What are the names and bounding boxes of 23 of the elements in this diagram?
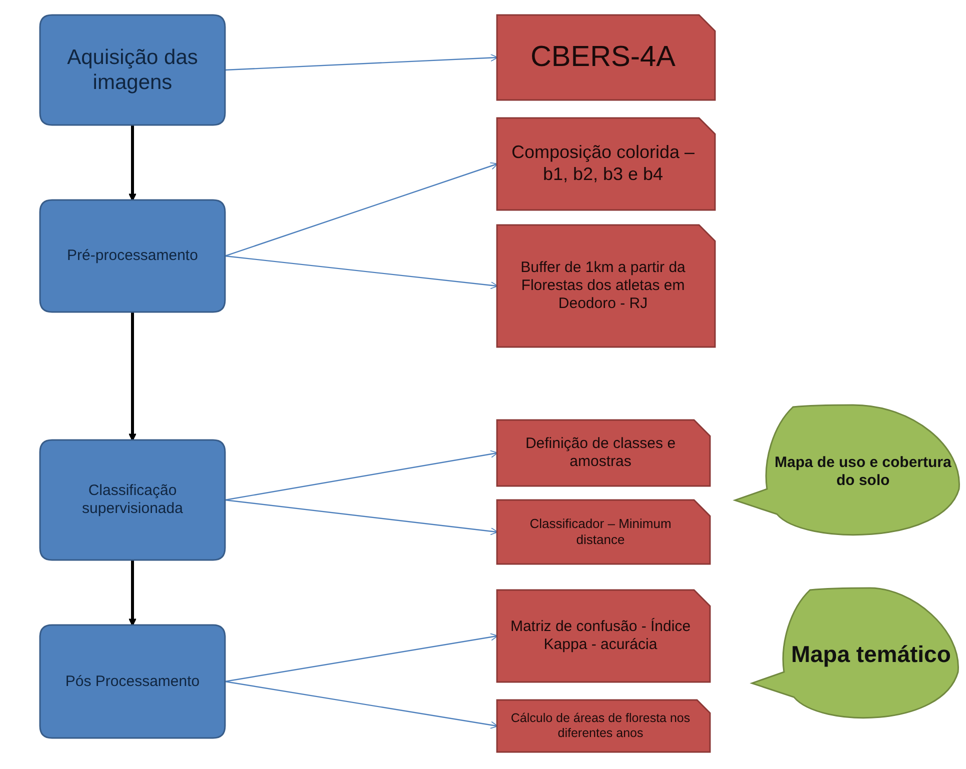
arrow [224, 633, 498, 682]
arrow [224, 255, 498, 290]
arrow [224, 499, 498, 536]
node-label: Mapa de uso e cobertura do solo [774, 454, 952, 490]
arrow [128, 125, 136, 202]
arrow [128, 560, 136, 626]
node-label: Classificação supervisionada [81, 482, 184, 518]
node-label: Classificador – Minimum distance [528, 516, 672, 548]
node-label: Definição de classes e amostras [524, 435, 677, 471]
arrow [128, 312, 136, 442]
node-label: Composição colorida –b1, b2, b3 e b4 [510, 142, 696, 186]
node-label: Mapa temático [791, 641, 951, 669]
node-label: Pós Processamento [65, 672, 200, 690]
node-label: Matriz de confusão - Índice Kappa - acurácia [509, 618, 692, 654]
arrow [224, 54, 498, 71]
node-label: Buffer de 1km a partir da Florestas dos atletas em Deodoro - RJ [520, 259, 686, 313]
node-label: Aquisição das imagens [66, 44, 199, 96]
node-label: CBERS-4A [530, 40, 676, 75]
arrow [224, 162, 498, 257]
arrow [224, 680, 498, 729]
node-label: Pré-processamento [67, 247, 198, 265]
node-label: Cálculo de áreas de floresta nos diferentes anos [510, 711, 692, 741]
arrow [224, 450, 498, 501]
